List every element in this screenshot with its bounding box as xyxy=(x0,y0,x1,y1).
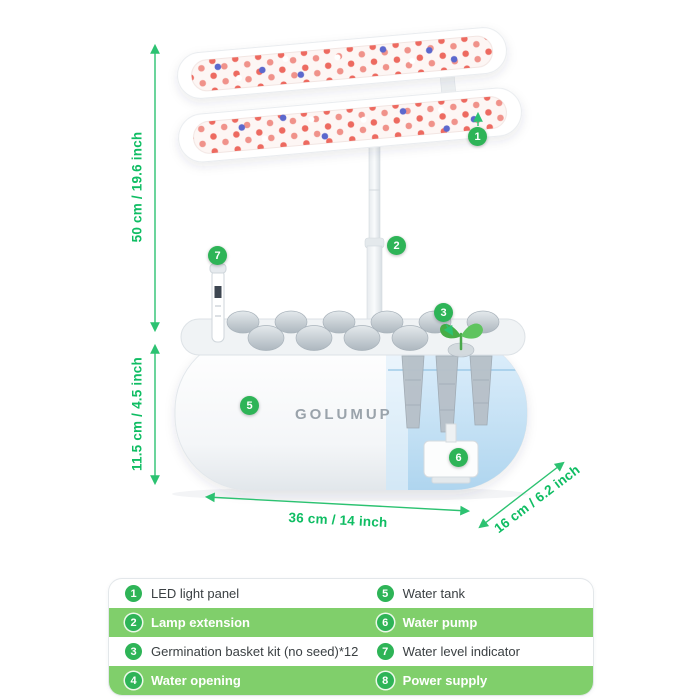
legend-badge-1: 1 xyxy=(125,585,142,602)
legend-label: LED light panel xyxy=(151,586,240,601)
legend-label: Power supply xyxy=(402,673,488,688)
legend-label: Water tank xyxy=(402,586,466,601)
legend-item-led-light-panel: 1 LED light panel xyxy=(109,579,361,608)
led-panel-top xyxy=(177,27,507,99)
legend-table: 1 LED light panel 5 Water tank 2 Lamp ex… xyxy=(108,578,594,696)
legend-item-power-supply: 8 Power supply xyxy=(361,666,593,695)
legend-row-2: 2 Lamp extension 6 Water pump xyxy=(109,608,593,637)
dimension-arrows xyxy=(150,43,565,529)
legend-item-water-tank: 5 Water tank xyxy=(361,579,593,608)
led-dots-blue xyxy=(214,46,458,78)
led-dots-white xyxy=(235,54,416,82)
legend-badge-5: 5 xyxy=(376,585,394,602)
led-dots-white xyxy=(261,107,445,142)
callout-5-badge: 5 xyxy=(240,396,259,415)
legend-badge-7: 7 xyxy=(376,643,394,660)
legend-row-3: 3 Germination basket kit (no seed)*12 7 … xyxy=(109,637,593,666)
legend-badge-6: 6 xyxy=(376,614,394,631)
legend-item-lamp-extension: 2 Lamp extension xyxy=(109,608,361,637)
legend-badge-8: 8 xyxy=(376,672,394,689)
legend-row-1: 1 LED light panel 5 Water tank xyxy=(109,579,593,608)
brand-text: GOLUMUP xyxy=(295,406,393,423)
legend-badge-3: 3 xyxy=(125,643,142,660)
legend-item-germination-basket-kit: 3 Germination basket kit (no seed)*12 xyxy=(109,637,361,666)
dimension-base-height: 11.5 cm / 4.5 inch xyxy=(129,357,145,471)
water-level-indicator-device xyxy=(209,263,227,343)
hanging-baskets xyxy=(401,355,493,433)
dim-arrow-base-depth xyxy=(478,461,565,529)
legend-row-4: 4 Water opening 8 Power supply xyxy=(109,666,593,695)
legend-label: Germination basket kit (no seed)*12 xyxy=(151,644,359,659)
callout-1-badge: 1 xyxy=(468,127,487,146)
led-dots-blue xyxy=(238,108,478,140)
leader-line-3 xyxy=(443,323,454,336)
legend-badge-2: 2 xyxy=(125,614,142,631)
legend-item-water-opening: 4 Water opening xyxy=(109,666,361,695)
legend-item-water-pump: 6 Water pump xyxy=(361,608,593,637)
dim-arrow-base-width xyxy=(204,492,471,516)
callout-6-badge: 6 xyxy=(449,448,468,467)
legend-label: Water level indicator xyxy=(402,644,520,659)
callout-2-badge: 2 xyxy=(387,236,406,255)
legend-label: Water opening xyxy=(151,673,241,688)
legend-label: Water pump xyxy=(402,615,478,630)
legend-item-water-level-indicator: 7 Water level indicator xyxy=(361,637,593,666)
legend-badge-4: 4 xyxy=(125,672,142,689)
product-illustration xyxy=(150,27,565,529)
led-panel-bottom xyxy=(178,87,522,163)
legend-label: Lamp extension xyxy=(151,615,250,630)
dimension-lamp-height: 50 cm / 19.6 inch xyxy=(129,131,145,243)
callout-7-badge: 7 xyxy=(208,246,227,265)
callout-3-badge: 3 xyxy=(434,303,453,322)
